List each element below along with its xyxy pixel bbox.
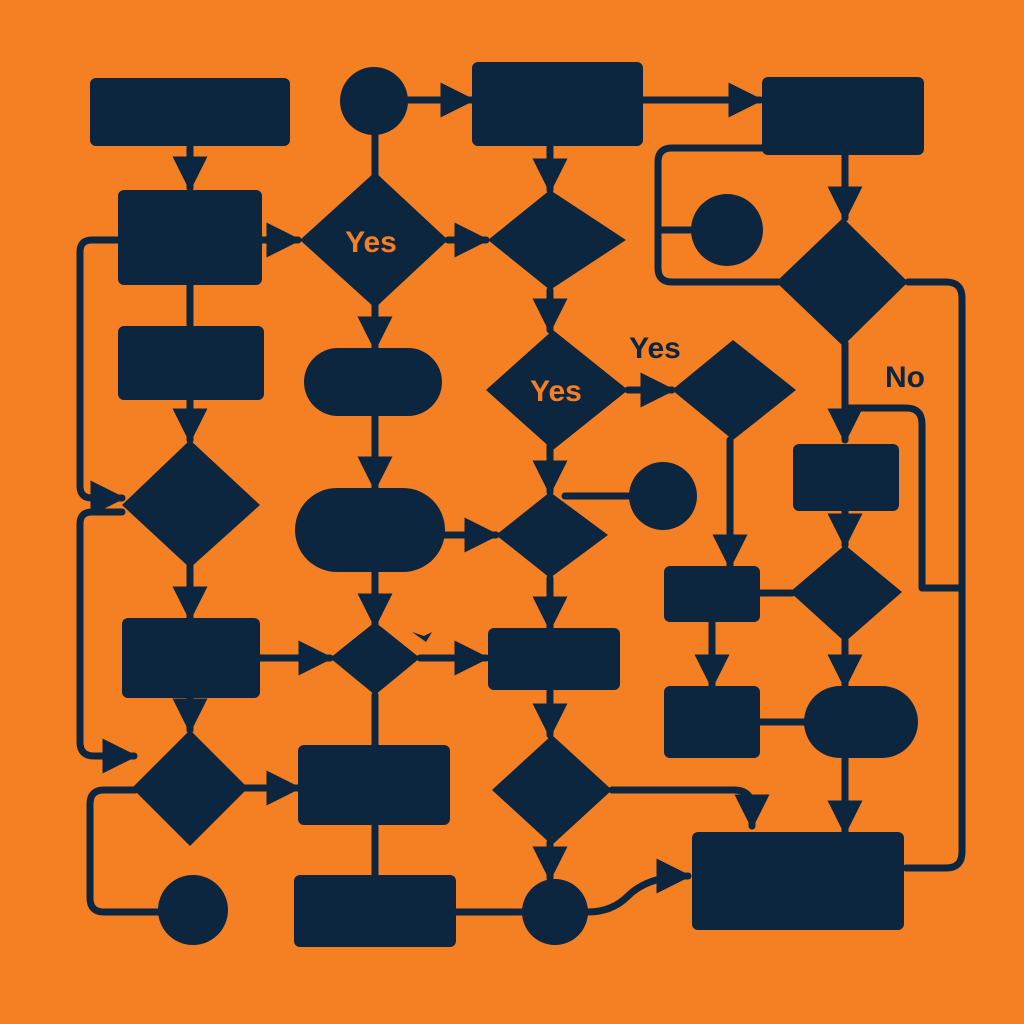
yes-edge-label: Yes bbox=[629, 332, 681, 365]
process-box bbox=[118, 190, 262, 285]
connector-circle bbox=[629, 462, 697, 530]
rounded-process bbox=[304, 348, 442, 416]
process-box bbox=[762, 77, 924, 155]
process-box bbox=[692, 832, 904, 930]
rounded-process bbox=[804, 686, 918, 758]
decision-diamond bbox=[776, 218, 908, 346]
rounded-process bbox=[295, 488, 445, 572]
process-box bbox=[793, 444, 899, 511]
process-box bbox=[664, 686, 760, 758]
no-edge-label: No bbox=[885, 361, 925, 394]
decision-diamond bbox=[488, 190, 626, 290]
connector-circle bbox=[691, 194, 763, 266]
decision-diamond bbox=[492, 735, 612, 845]
connector bbox=[608, 786, 770, 830]
process-box bbox=[122, 618, 260, 698]
shapes bbox=[90, 62, 924, 947]
yes-label-top-diamond: Yes bbox=[345, 226, 397, 259]
process-box bbox=[472, 62, 643, 146]
decision-diamond-yes-middle bbox=[486, 330, 628, 450]
connector bbox=[584, 858, 692, 916]
connector bbox=[86, 786, 164, 916]
connector-circle bbox=[522, 879, 588, 945]
process-box bbox=[294, 875, 456, 947]
connectors bbox=[76, 82, 966, 916]
decision-diamond-yes-top bbox=[300, 172, 448, 308]
decision-diamond bbox=[496, 492, 608, 578]
connector bbox=[76, 236, 126, 516]
small-arrowhead-mark bbox=[412, 632, 432, 642]
decision-diamond bbox=[790, 545, 902, 642]
connector bbox=[654, 144, 782, 286]
connector bbox=[76, 508, 138, 774]
process-box bbox=[118, 326, 264, 400]
process-box bbox=[664, 566, 760, 622]
decision-diamond bbox=[672, 340, 796, 440]
terminal-circle bbox=[340, 67, 408, 135]
decision-diamond bbox=[330, 622, 420, 695]
decision-diamond bbox=[122, 440, 260, 568]
process-box bbox=[90, 78, 290, 146]
process-box bbox=[488, 628, 620, 690]
connector bbox=[841, 404, 962, 592]
decision-diamond bbox=[132, 730, 248, 846]
process-box bbox=[298, 745, 450, 825]
terminal-circle bbox=[158, 875, 228, 945]
connector bbox=[902, 278, 966, 872]
yes-label-middle-diamond: Yes bbox=[530, 375, 582, 408]
